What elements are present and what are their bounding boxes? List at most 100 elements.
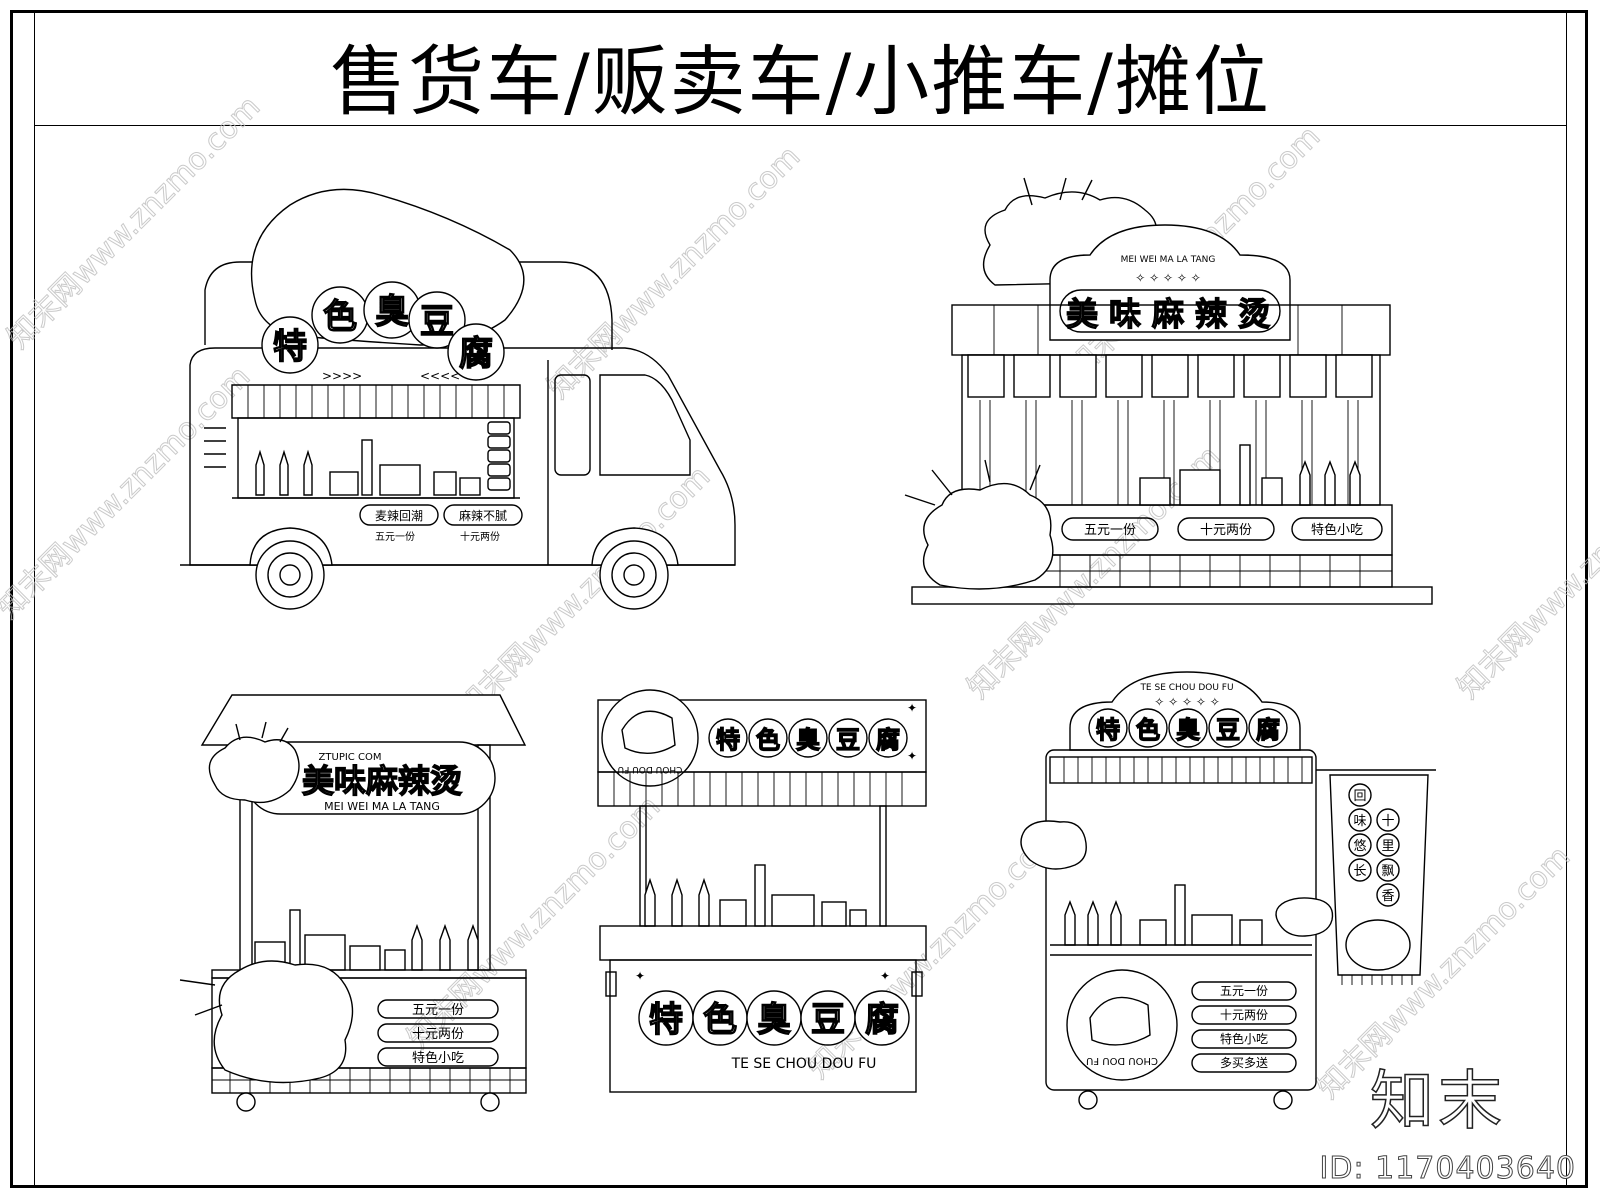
- skewer: [235, 723, 241, 741]
- slogan-char: 悠: [1353, 839, 1366, 854]
- cart-body: [609, 959, 917, 1093]
- truck-sign: 特 色 臭 豆 腐: [261, 281, 505, 381]
- sign-char: 辣: [1195, 295, 1228, 333]
- sign-char: 色: [756, 726, 780, 754]
- watermark-text: 知末网www.znzmo.com: [1451, 439, 1600, 705]
- sign-char: 特: [649, 1000, 683, 1040]
- chevron-row-icon: >>>>: [322, 369, 362, 383]
- sign-char: 特: [1096, 716, 1120, 744]
- sign-plate: [1059, 289, 1281, 333]
- price-tag: [1061, 517, 1159, 541]
- slogan-char: 回: [1353, 789, 1366, 804]
- drawing-frame: [10, 10, 1588, 1188]
- cart-awning-stripes: [1063, 757, 1303, 783]
- hanging-food-prop: [1275, 897, 1334, 937]
- skewer: [1081, 179, 1093, 201]
- caster-wheel: [1273, 1090, 1293, 1110]
- truck-rear-window: [554, 374, 591, 476]
- board-text: 麻辣不腻: [459, 508, 507, 523]
- price-tag: [377, 1023, 499, 1043]
- truck-body: [189, 347, 736, 566]
- slogan-char: 里: [1381, 839, 1394, 854]
- sign-char: 麻: [1152, 295, 1185, 333]
- menu-tag-text: 特色小吃: [1220, 1031, 1268, 1046]
- slogan-char: 味: [1353, 814, 1366, 829]
- sign-char: 豆: [1216, 716, 1240, 744]
- skewer: [179, 979, 216, 986]
- truck-cab-window: [599, 374, 691, 476]
- skewer: [1059, 177, 1067, 201]
- drawing-panel: [34, 126, 1567, 1186]
- sign-char: 豆: [836, 726, 860, 754]
- watermark-text: 知末网www.znzmo.com: [0, 359, 257, 625]
- badge-text: CHOU DOU FU: [1086, 1055, 1158, 1066]
- stall-arch-header: [1049, 224, 1291, 341]
- menu-tag: [1191, 1029, 1297, 1049]
- page-title: 售货车/贩卖车/小推车/摊位: [330, 37, 1271, 126]
- sign-char: 色: [323, 297, 357, 337]
- skewer: [904, 494, 936, 506]
- arch-pinyin: TE SE CHOU DOU FU: [1139, 683, 1233, 693]
- truck-vents: [204, 427, 226, 468]
- food-truck: >>>> <<<< 特 色 臭 豆 腐 麦辣回潮 麻辣不腻 五元一份 十元两份: [180, 188, 736, 610]
- sign-char: 美: [1066, 295, 1098, 333]
- board-text: 十元两份: [460, 530, 500, 543]
- cart-counter-top: [599, 925, 927, 961]
- price-tag-text: 特色小吃: [1311, 522, 1363, 538]
- sign-char: 豆: [811, 1000, 845, 1040]
- menu-tag-text: 多买多送: [1220, 1055, 1268, 1070]
- truck-roof-pod: [204, 261, 613, 350]
- sign-food-prop: [208, 736, 300, 804]
- side-board-slogan: 回 味 悠 长 十 里 飘 香: [1348, 783, 1400, 907]
- image-id-label: ID: 1170403640: [1319, 1151, 1576, 1187]
- star-row-icon: ✧ ✧ ✧ ✧ ✧: [1135, 271, 1201, 285]
- sign-char: 臭: [1176, 716, 1200, 744]
- skewer: [1023, 177, 1033, 206]
- cart-malatang: ZTUPIC COM 美味麻辣烫 MEI WEI MA LA TANG 五元一份…: [179, 694, 527, 1112]
- stall-counter-items: [1139, 444, 1361, 506]
- front-food-prop: [213, 960, 354, 1084]
- stall-malatang: MEI WEI MA LA TANG ✧ ✧ ✧ ✧ ✧ 美 味 麻 辣 烫: [904, 177, 1433, 605]
- stall-roof-panels: [993, 305, 1343, 355]
- truck-bottles: [255, 439, 481, 496]
- cart-awning-stripes: [613, 772, 903, 806]
- stall-platform: [911, 586, 1433, 605]
- board-tag: [443, 504, 523, 526]
- cart-handle: [605, 971, 617, 997]
- price-tag-text: 特色小吃: [412, 1050, 464, 1066]
- skewer: [1029, 464, 1041, 491]
- sign-char: 色: [703, 1000, 737, 1040]
- sign-char: 腐: [865, 1000, 899, 1040]
- watermark-text: 知末网www.znzmo.com: [1, 89, 267, 355]
- price-tag-text: 十元两份: [412, 1027, 464, 1042]
- chevron-row-icon: <<<<: [420, 369, 460, 383]
- menu-tag: [1191, 1005, 1297, 1025]
- cart-counter-items: [254, 909, 479, 971]
- caster-wheel: [1078, 1090, 1098, 1110]
- sign-char: 臭: [796, 726, 820, 754]
- slogan-char: 飘: [1381, 864, 1394, 879]
- arch-pinyin: MEI WEI MA LA TANG: [1121, 255, 1216, 265]
- badge-text: CHOU DOU FU: [618, 764, 683, 774]
- cart-sign: 特 色 臭 豆 腐: [708, 718, 908, 758]
- cart-doufu-mid: CHOU DOU FU 特 色 臭 豆 腐 ✦ ✦: [597, 689, 927, 1093]
- watermark-text: 知末网www.znzmo.com: [801, 819, 1067, 1085]
- price-tag: [377, 1047, 499, 1067]
- sign-char: 臭: [375, 292, 409, 332]
- caster-wheel: [480, 1092, 500, 1112]
- title-band: 售货车/贩卖车/小推车/摊位: [34, 12, 1567, 126]
- board-text: 麦辣回潮: [375, 508, 423, 523]
- skewer: [194, 1004, 223, 1016]
- sign-char: 特: [716, 726, 740, 754]
- stall-hanging-flags: [967, 354, 1373, 398]
- side-board-plate: [1345, 919, 1411, 971]
- watermark-text: 知末网www.znzmo.com: [541, 139, 807, 405]
- sign-char: 腐: [1256, 716, 1280, 744]
- sign-char: 臭: [757, 1000, 791, 1040]
- badge-tofu-icon: [621, 710, 676, 754]
- cart-handle: [911, 971, 923, 997]
- hanging-food-prop: [1020, 820, 1087, 870]
- side-board-fringe: [1341, 975, 1413, 985]
- cart-subtitle: ZTUPIC COM: [319, 752, 382, 763]
- caster-wheel: [236, 1092, 256, 1112]
